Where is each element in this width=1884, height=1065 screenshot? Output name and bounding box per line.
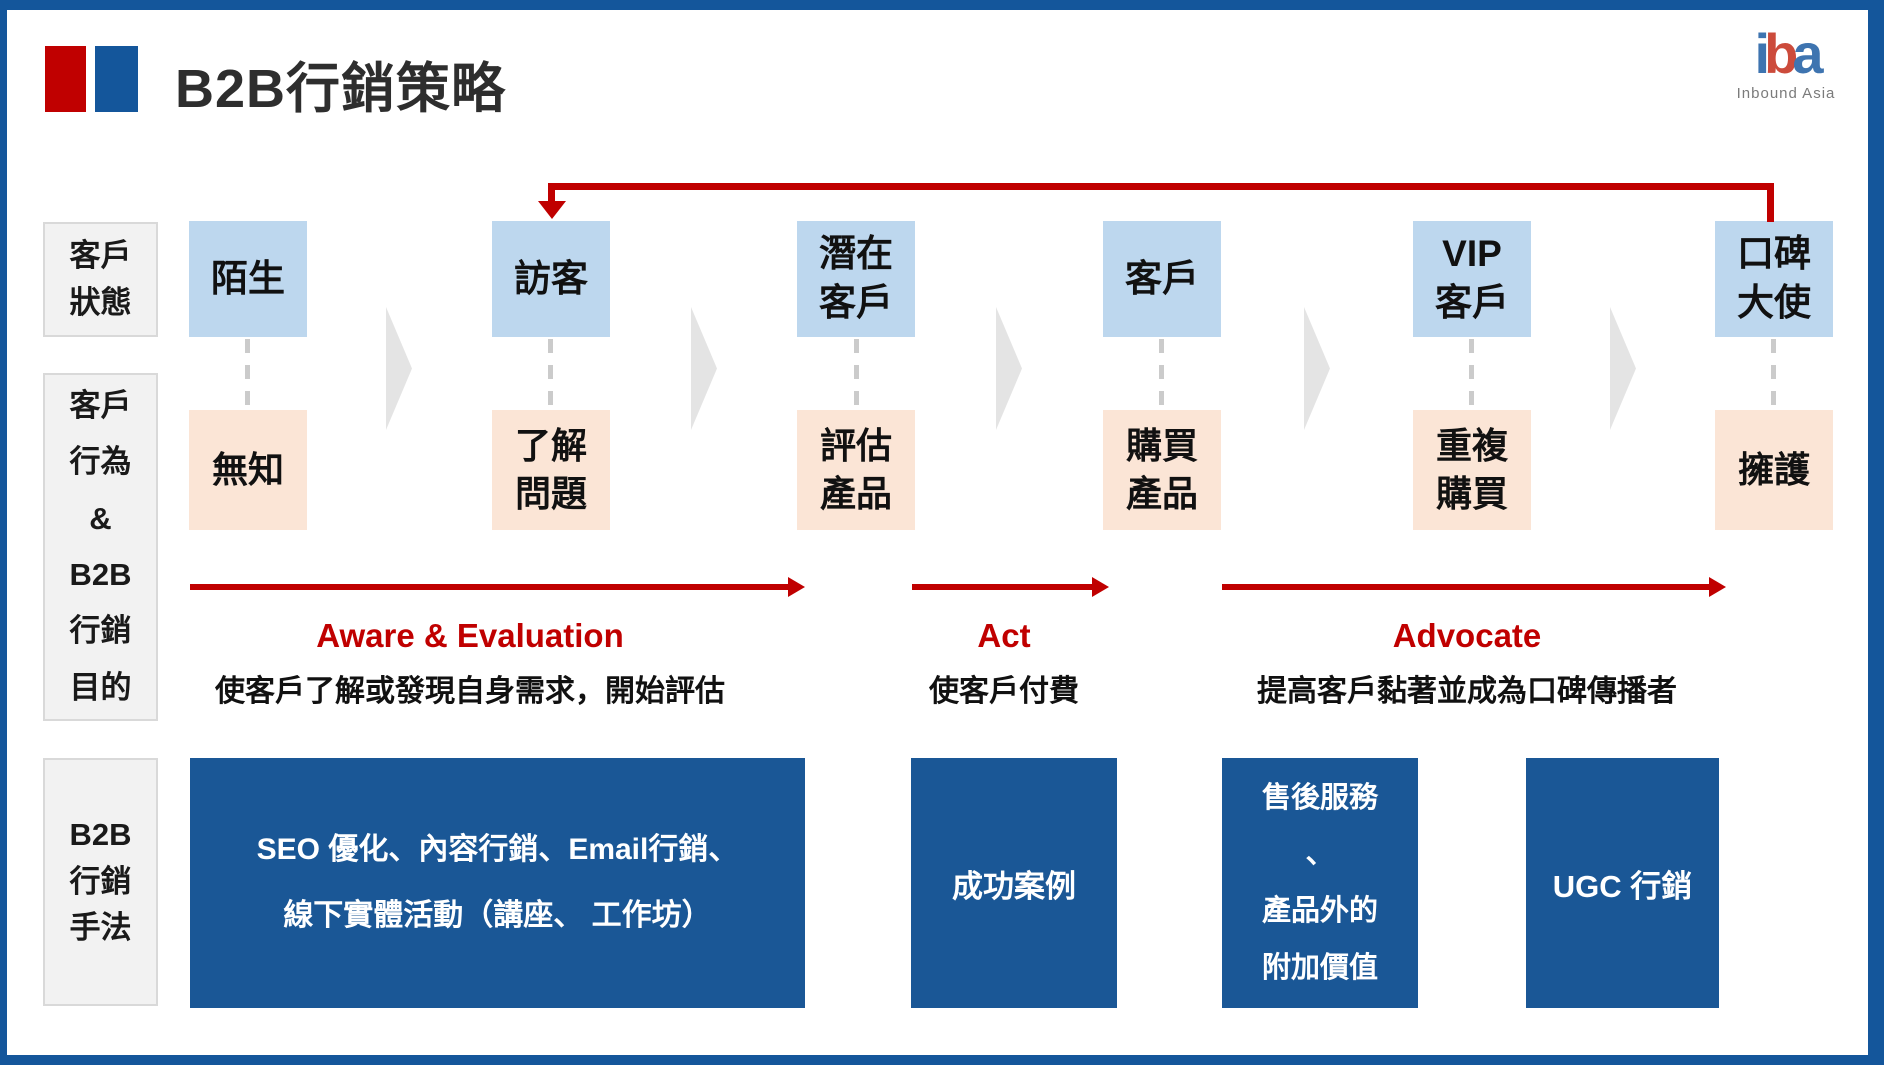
feedback-loop-line <box>551 183 1774 190</box>
arrow-down-icon <box>538 201 566 219</box>
phase-arrow-advocate <box>1222 577 1726 597</box>
behavior-box-unaware: 無知 <box>189 410 307 530</box>
state-box-customer: 客戶 <box>1103 221 1221 337</box>
phase-name: Aware & Evaluation <box>316 617 624 654</box>
behavior-box-evaluate-product: 評估 產品 <box>797 410 915 530</box>
feedback-loop-line <box>1767 183 1774 222</box>
behavior-label: 評估 產品 <box>819 425 892 514</box>
state-box-vip: VIP 客戶 <box>1413 221 1531 337</box>
arrow-right-icon <box>1092 577 1109 597</box>
tactic-label: 售後服務 、 產品外的 附加價值 <box>1261 781 1378 984</box>
state-box-visitor: 訪客 <box>492 221 610 337</box>
logo-wordmark-icon: iba <box>1726 26 1846 82</box>
phase-arrow-act <box>912 577 1109 597</box>
phase-description: 使客戶了解或發現自身需求，開始評估 <box>215 674 725 708</box>
frame-top-bar <box>0 0 1884 10</box>
row-label-customer-behavior: 客戶 行為 & B2B 行銷 目的 <box>43 373 158 721</box>
dashed-connector <box>1771 339 1776 408</box>
tactic-label: 成功案例 <box>952 868 1076 904</box>
tactic-box-after-sales-value: 售後服務 、 產品外的 附加價值 <box>1222 758 1418 1008</box>
phase-arrow-aware <box>190 577 805 597</box>
phase-name: Act <box>977 617 1031 654</box>
behavior-box-advocate: 擁護 <box>1715 410 1833 530</box>
logo-subtext: Inbound Asia <box>1736 85 1836 102</box>
behavior-label: 重複 購買 <box>1435 425 1508 514</box>
dashed-connector <box>1159 339 1164 408</box>
page-title: B2B行銷策略 <box>175 59 507 119</box>
behavior-label: 擁護 <box>1737 449 1810 491</box>
tactic-box-ugc-marketing: UGC 行銷 <box>1526 758 1719 1008</box>
chevron-right-icon <box>1610 307 1636 430</box>
row-label-b2b-tactics: B2B 行銷 手法 <box>43 758 158 1006</box>
title-accent-red-square <box>45 46 86 112</box>
state-label: 客戶 <box>1125 257 1199 299</box>
behavior-box-purchase: 購買 產品 <box>1103 410 1221 530</box>
state-label: 潛在 客戶 <box>819 233 893 323</box>
chevron-right-icon <box>386 307 412 430</box>
logo-letter: b <box>1764 22 1798 85</box>
phase-advocate: Advocate 提高客戶黏著並成為口碑傳播者 <box>1217 616 1717 710</box>
behavior-label: 了解 問題 <box>514 425 587 514</box>
state-label: 訪客 <box>514 257 588 299</box>
state-label: 陌生 <box>211 257 285 299</box>
tactic-box-success-cases: 成功案例 <box>911 758 1117 1008</box>
state-box-stranger: 陌生 <box>189 221 307 337</box>
state-label: 口碑 大使 <box>1737 233 1811 323</box>
tactic-box-seo-content-email-events: SEO 優化、內容行銷、Email行銷、 線下實體活動（講座、 工作坊） <box>190 758 805 1008</box>
inbound-asia-logo: iba Inbound Asia <box>1726 26 1846 102</box>
dashed-connector <box>245 339 250 408</box>
logo-letter: a <box>1792 22 1823 85</box>
tactic-label: SEO 優化、內容行銷、Email行銷、 線下實體活動（講座、 工作坊） <box>256 833 739 932</box>
behavior-label: 購買 產品 <box>1125 425 1198 514</box>
behavior-label: 無知 <box>211 449 284 491</box>
row-label-customer-state: 客戶 狀態 <box>43 222 158 337</box>
row-label-text: 客戶 行為 & B2B 行銷 目的 <box>69 387 132 705</box>
behavior-box-understand-problem: 了解 問題 <box>492 410 610 530</box>
tactic-label: UGC 行銷 <box>1552 868 1693 904</box>
arrow-right-icon <box>1709 577 1726 597</box>
state-label: VIP 客戶 <box>1435 233 1509 323</box>
dashed-connector <box>854 339 859 408</box>
title-accent-blue-square <box>95 46 138 112</box>
dashed-connector <box>1469 339 1474 408</box>
behavior-box-repeat-purchase: 重複 購買 <box>1413 410 1531 530</box>
arrow-right-icon <box>788 577 805 597</box>
state-box-ambassador: 口碑 大使 <box>1715 221 1833 337</box>
frame-bottom-bar <box>0 1055 1884 1065</box>
dashed-connector <box>548 339 553 408</box>
phase-description: 提高客戶黏著並成為口碑傳播者 <box>1257 674 1677 708</box>
phase-act: Act 使客戶付費 <box>854 616 1154 710</box>
state-box-lead: 潛在 客戶 <box>797 221 915 337</box>
chevron-right-icon <box>1304 307 1330 430</box>
logo-letter: i <box>1754 22 1770 85</box>
row-label-text: B2B 行銷 手法 <box>69 817 132 946</box>
phase-name: Advocate <box>1392 617 1542 654</box>
frame-left-bar <box>0 0 7 1065</box>
frame-right-bar <box>1868 0 1884 1065</box>
feedback-loop-line <box>548 183 555 203</box>
phase-description: 使客戶付費 <box>929 674 1079 708</box>
chevron-right-icon <box>691 307 717 430</box>
chevron-right-icon <box>996 307 1022 430</box>
phase-aware-evaluation: Aware & Evaluation 使客戶了解或發現自身需求，開始評估 <box>170 616 770 710</box>
row-label-text: 客戶 狀態 <box>69 238 132 320</box>
